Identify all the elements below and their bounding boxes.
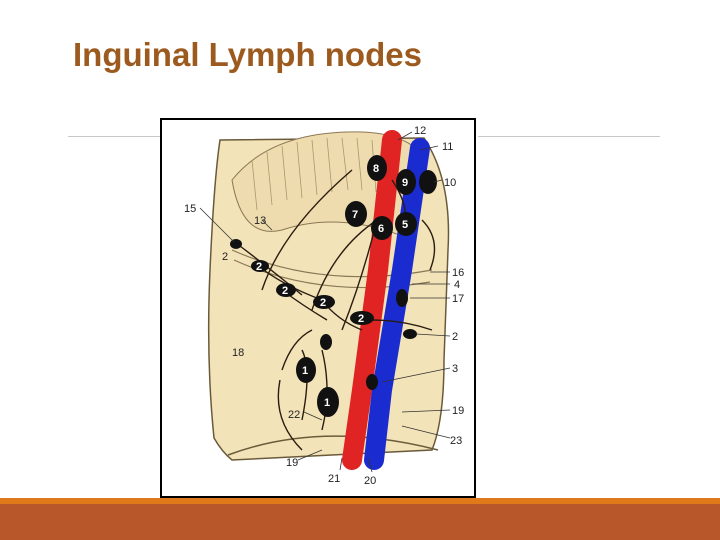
figure-label: 11 [442,141,453,153]
node-number: 6 [378,223,384,235]
footer-band [0,504,720,540]
node-number: 2 [358,313,364,325]
footer-accent-stripe [0,498,720,504]
figure-label: 2 [222,251,228,263]
figure-label: 13 [254,215,266,227]
figure-label: 10 [444,177,456,189]
figure-label: 23 [450,435,462,447]
figure-label: 12 [414,125,426,137]
node-number: 2 [282,285,288,297]
figure-label: 20 [364,475,376,487]
figure-label: 21 [328,473,340,485]
node-number: 2 [320,297,326,309]
femoral-artery [342,130,402,470]
figure-label: 4 [454,279,460,291]
figure-label: 15 [184,203,196,215]
node-number: 1 [324,397,330,409]
node-number: 1 [302,365,308,377]
node-number: 5 [402,219,408,231]
figure-label: 2 [452,331,458,343]
title-divider-right [478,136,660,137]
node-number: 9 [402,177,408,189]
figure-label: 16 [452,267,464,279]
node-number: 2 [256,261,262,273]
figure-label: 19 [452,405,464,417]
figure-label: 19 [286,457,298,469]
title-divider-left [68,136,162,137]
figure-label: 17 [452,293,464,305]
figure-label: 22 [288,409,300,421]
figure-label: 3 [452,363,458,375]
figure-label: 18 [232,347,244,359]
node-number: 7 [352,209,358,221]
femoral-vein [364,138,430,470]
node-number: 8 [373,163,379,175]
slide-title: Inguinal Lymph nodes [73,36,422,73]
lymph-node-diagram: 8 9 7 6 5 2 2 2 2 1 1 12 [160,118,476,498]
